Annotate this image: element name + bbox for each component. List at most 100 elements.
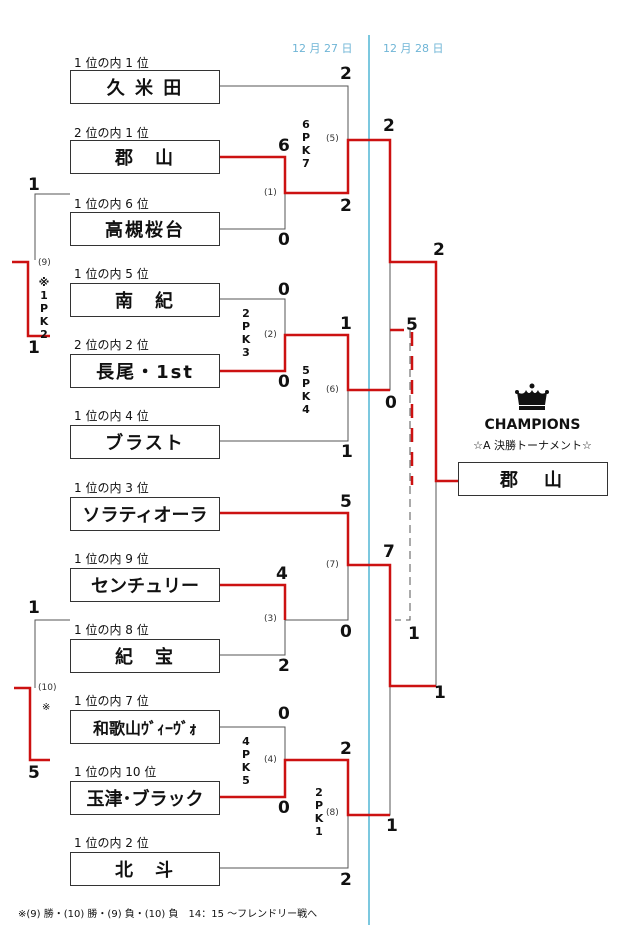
match-number: (5) (326, 134, 339, 144)
seed-label: 1 位の内 7 位 (74, 694, 149, 708)
crown-icon (515, 383, 549, 410)
team-box: 久 米 田 (70, 70, 220, 104)
seed-label: 2 位の内 2 位 (74, 338, 149, 352)
score: 2 (340, 870, 352, 890)
score: 0 (278, 230, 290, 250)
line-kumeda (220, 85, 349, 140)
team-name: 長尾・1st (96, 362, 194, 383)
win-m10 (14, 686, 50, 762)
team-box: ブラスト (70, 425, 220, 459)
seed-label: 1 位の内 5 位 (74, 267, 149, 281)
champions-subtitle: ☆A 決勝トーナメント☆ (473, 439, 592, 452)
line-dash-grey (395, 330, 411, 621)
seed-label: 1 位の内 3 位 (74, 481, 149, 495)
seed-label: 1 位の内 10 位 (74, 765, 157, 779)
win-m9 (12, 260, 50, 338)
score: 6 (278, 136, 290, 156)
score: 0 (278, 798, 290, 818)
line-takatsuki (220, 193, 286, 230)
score: 0 (278, 372, 290, 392)
score: 2 (383, 116, 395, 136)
team-box: 南 紀 (70, 283, 220, 317)
score: 2 (340, 64, 352, 84)
line-wakayama (220, 726, 286, 760)
win-nagao (220, 333, 390, 392)
match-number: (1) (264, 188, 277, 198)
score: 2 (278, 656, 290, 676)
score: 5 (406, 315, 418, 335)
score: 0 (340, 622, 352, 642)
match-number: (9) (38, 258, 51, 268)
team-name: 和歌山ｳﾞｨｰｳﾞｫ (92, 719, 197, 738)
score: 0 (278, 704, 290, 724)
seed-label: 1 位の内 4 位 (74, 409, 149, 423)
team-box: 和歌山ｳﾞｨｰｳﾞｫ (70, 710, 220, 744)
win-sorati (220, 511, 436, 688)
score: 1 (340, 314, 352, 334)
win-dash-red (390, 328, 414, 485)
team-box: 高槻桜台 (70, 212, 220, 246)
date-day2: 12 月 28 日 (383, 42, 444, 55)
line-m9-takatsuki (34, 193, 70, 260)
score: 5 (28, 763, 40, 783)
score: 2 (340, 196, 352, 216)
seed-label: 1 位の内 6 位 (74, 197, 149, 211)
match-number: (8) (326, 808, 339, 818)
team-name: 久 米 田 (106, 78, 184, 99)
score: 1 (28, 175, 40, 195)
team-name: 南 紀 (115, 291, 175, 312)
score: 4 (276, 564, 288, 584)
seed-label: 1 位の内 8 位 (74, 623, 149, 637)
champion-name: 郡 山 (500, 470, 566, 491)
team-box: 長尾・1st (70, 354, 220, 388)
team-box: ソラティオーラ (70, 497, 220, 531)
score: 7 (383, 542, 395, 562)
team-box: 郡 山 (70, 140, 220, 174)
team-name: 郡 山 (115, 148, 175, 169)
line-nanki (220, 298, 286, 335)
match-number: (2) (264, 330, 277, 340)
score: 1 (28, 338, 40, 358)
seed-label: 2 位の内 1 位 (74, 126, 149, 140)
team-box: センチュリー (70, 568, 220, 602)
team-name: ソラティオーラ (82, 505, 208, 526)
day-divider-line (368, 35, 370, 925)
score: 0 (385, 393, 397, 413)
score: 1 (28, 598, 40, 618)
team-box: 紀 宝 (70, 639, 220, 673)
score: 1 (408, 624, 420, 644)
seed-label: 1 位の内 2 位 (74, 836, 149, 850)
line-sf1-lower (348, 262, 391, 391)
win-century (220, 583, 287, 620)
note-mark: ※ (42, 702, 51, 713)
line-hokuto (220, 815, 349, 869)
match-number: (3) (264, 614, 277, 624)
score: 1 (386, 816, 398, 836)
line-m10-kiho (34, 619, 70, 688)
team-name: 紀 宝 (115, 647, 175, 668)
win-tamatsu (220, 758, 390, 817)
team-name: ブラスト (105, 433, 185, 454)
score: 2 (433, 240, 445, 260)
match-number: (4) (264, 755, 277, 765)
score: 5 (340, 492, 352, 512)
score: 1 (434, 683, 446, 703)
date-day1: 12 月 27 日 (292, 42, 353, 55)
line-final-lower (390, 481, 437, 687)
team-box: 玉津･ブラック (70, 781, 220, 815)
line-century (220, 620, 286, 656)
champions-title: CHAMPIONS (484, 417, 581, 433)
line-sf2-lower (348, 686, 391, 816)
line-blast (220, 390, 349, 442)
footnote: ※(9) 勝・(10) 勝・(9) 負・(10) 負 14：15 〜フレンドリー… (18, 909, 318, 920)
seed-label: 1 位の内 1 位 (74, 56, 149, 70)
score: 1 (341, 442, 353, 462)
score: 2 (340, 739, 352, 759)
line-m3-to-m7 (285, 565, 349, 621)
